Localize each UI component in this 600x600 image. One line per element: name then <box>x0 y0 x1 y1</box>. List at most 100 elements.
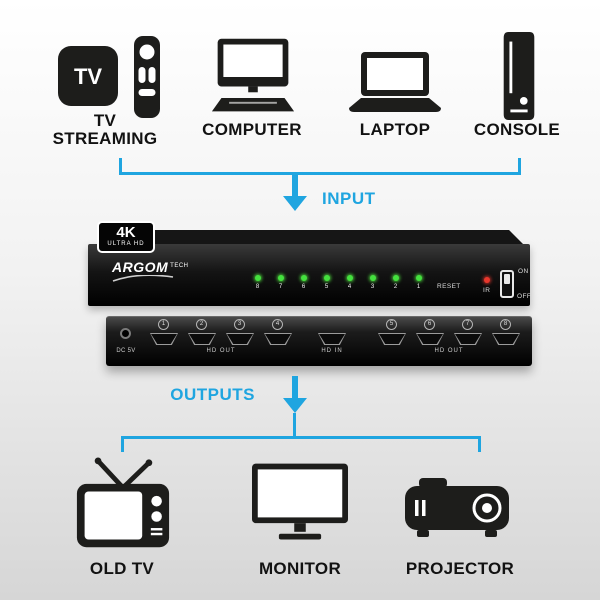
power-switch-nub <box>504 274 510 284</box>
dc-power-label: DC 5V <box>116 348 136 354</box>
4k-badge-text: 4K <box>116 224 136 241</box>
led-dot <box>392 275 399 281</box>
hdmi-out-port <box>492 333 520 345</box>
port-number: 8 <box>500 319 511 330</box>
port-number: 2 <box>196 319 207 330</box>
console-icon <box>503 32 535 120</box>
device-top-face <box>96 230 524 245</box>
outputs-flow-label: OUTPUTS <box>170 385 255 404</box>
led-indicator: 4 <box>338 275 361 290</box>
computer-label: COMPUTER <box>202 120 302 139</box>
hd-out-right-label: HD OUT <box>434 348 464 354</box>
old-tv-icon <box>76 457 170 548</box>
dc-power-port <box>120 328 131 339</box>
port-number: 7 <box>462 319 473 330</box>
port-number: 1 <box>158 319 169 330</box>
reset-label: RESET <box>437 283 461 290</box>
4k-badge: 4K ULTRA HD <box>97 221 155 253</box>
output-bracket-left-tick <box>121 436 124 452</box>
port-number: 5 <box>386 319 397 330</box>
old-tv-label: OLD TV <box>89 559 155 578</box>
input-flow-label: INPUT <box>322 189 376 208</box>
hdmi-connector <box>319 334 345 344</box>
ir-label: IR <box>483 287 491 294</box>
input-bracket-left-tick <box>119 158 122 175</box>
input-bracket-line <box>119 172 521 175</box>
led-dot <box>323 275 330 281</box>
hdmi-out-port <box>378 333 406 345</box>
input-arrow-stem <box>292 175 298 197</box>
led-indicator-row: 8 7 6 5 4 3 2 1 <box>246 275 430 290</box>
port-number: 6 <box>424 319 435 330</box>
hdmi-in-port <box>318 333 346 345</box>
hdmi-out-port <box>454 333 482 345</box>
hdmi-connector <box>189 334 215 344</box>
laptop-icon <box>349 52 441 112</box>
output-bracket-stem <box>293 413 296 439</box>
projector-label: PROJECTOR <box>405 559 515 578</box>
led-dot <box>415 275 422 281</box>
hdmi-out-port <box>226 333 254 345</box>
led-indicator: 5 <box>315 275 338 290</box>
output-bracket-line <box>121 436 481 439</box>
console-label: CONSOLE <box>473 120 561 139</box>
led-number: 3 <box>370 284 375 290</box>
brand-suffix: TECH <box>170 263 189 269</box>
led-number: 2 <box>393 284 398 290</box>
hdmi-out-port <box>416 333 444 345</box>
projector-icon <box>405 478 509 537</box>
hdmi-out-port <box>264 333 292 345</box>
power-switch <box>500 270 514 298</box>
output-arrow-stem <box>292 376 298 399</box>
hdmi-connector <box>493 334 519 344</box>
power-off-label: OFF <box>517 293 532 300</box>
led-indicator: 6 <box>292 275 315 290</box>
power-on-label: ON <box>518 268 529 275</box>
hdmi-out-port <box>188 333 216 345</box>
hdmi-connector <box>265 334 291 344</box>
monitor-label: MONITOR <box>258 559 342 578</box>
led-number: 4 <box>347 284 352 290</box>
ir-led-icon <box>484 277 490 283</box>
output-bracket-right-tick <box>478 436 481 452</box>
led-number: 6 <box>301 284 306 290</box>
led-indicator: 7 <box>269 275 292 290</box>
monitor-icon <box>252 463 348 540</box>
led-indicator: 2 <box>384 275 407 290</box>
led-number: 5 <box>324 284 329 290</box>
tv-streaming-label-line1: TV <box>93 111 117 130</box>
led-indicator: 3 <box>361 275 384 290</box>
brand-name: ARGOM <box>112 259 169 275</box>
computer-icon <box>211 38 295 112</box>
hdmi-out-port <box>150 333 178 345</box>
hdmi-connector <box>455 334 481 344</box>
led-indicator: 1 <box>407 275 430 290</box>
output-arrow-icon <box>283 398 307 413</box>
led-dot <box>346 275 353 281</box>
tv-streaming-label-line2: STREAMING <box>52 129 158 148</box>
port-number: 4 <box>272 319 283 330</box>
led-dot <box>277 275 284 281</box>
hd-out-left-label: HD OUT <box>206 348 236 354</box>
led-dot <box>300 275 307 281</box>
input-bracket-right-tick <box>518 158 521 175</box>
led-dot <box>369 275 376 281</box>
tv-streaming-label: TV STREAMING <box>35 112 175 148</box>
brand-swoosh-icon <box>112 275 174 282</box>
led-number: 8 <box>255 284 260 290</box>
hdmi-connector <box>379 334 405 344</box>
hdmi-connector <box>417 334 443 344</box>
laptop-label: LAPTOP <box>359 120 431 139</box>
hdmi-connector <box>227 334 253 344</box>
led-number: 7 <box>278 284 283 290</box>
led-indicator: 8 <box>246 275 269 290</box>
led-number: 1 <box>416 284 421 290</box>
port-number: 3 <box>234 319 245 330</box>
tv-box-text: TV <box>74 64 102 89</box>
tv-streaming-icon: TV <box>58 36 160 118</box>
input-arrow-icon <box>283 196 307 211</box>
4k-badge-subtext: ULTRA HD <box>107 241 145 247</box>
hdmi-connector <box>151 334 177 344</box>
